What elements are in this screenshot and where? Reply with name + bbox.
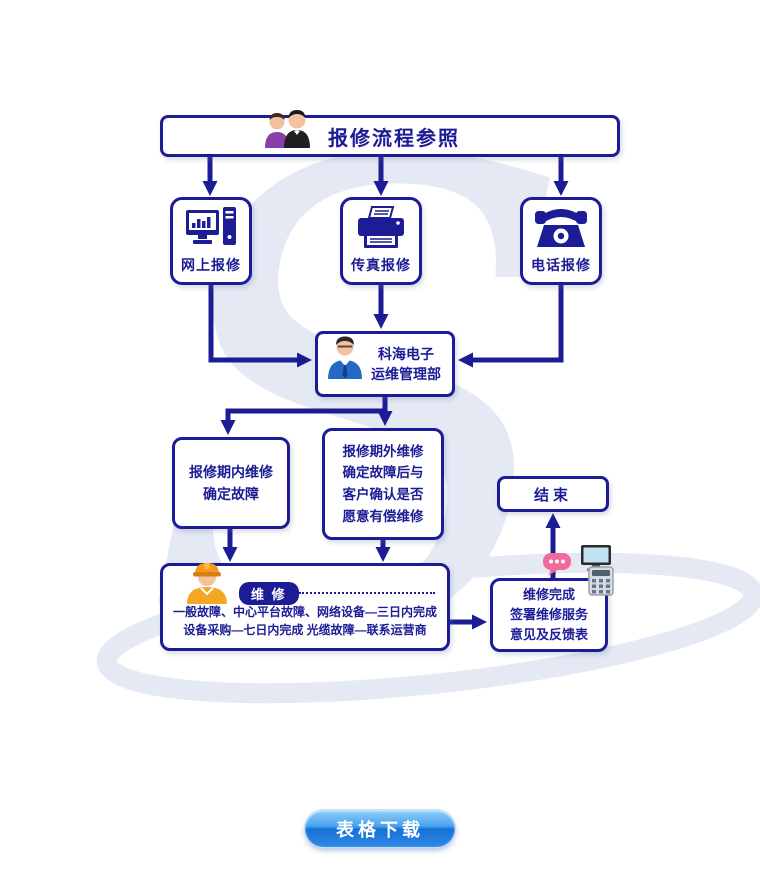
end-label: 结束 (533, 486, 572, 504)
suit-person-icon (326, 336, 364, 379)
dispatch-name: 科海电子 运维管理部 (371, 344, 441, 385)
out-warranty-line: 报修期外维修 (342, 443, 424, 459)
feedback-line: 维修完成 (522, 586, 575, 602)
in-warranty-line: 报修期内维修 (189, 463, 273, 480)
repair-line-1: 一般故障、中心平台故障、网络设备—三日内完成 (172, 604, 437, 619)
in-warranty-line: 确定故障 (203, 486, 259, 502)
people-icon (260, 110, 316, 150)
repair-badge: 维 修 (239, 582, 299, 605)
channel-label-online: 网上报修 (181, 257, 241, 273)
out-warranty-line: 确定故障后与 (342, 465, 424, 481)
out-warranty-line: 愿意有偿维修 (342, 508, 424, 524)
feedback-line: 意见及反馈表 (509, 627, 588, 643)
feedback-line: 签署维修服务 (509, 606, 588, 622)
computer-icon (186, 200, 236, 255)
arrow-phone-to-dispatch (458, 285, 564, 368)
arrow-online-to-dispatch (208, 285, 312, 368)
in-warranty-box: 报修期内维修 确定故障 (172, 437, 290, 529)
dispatch-line-1: 科海电子 (378, 345, 434, 362)
channel-box-phone: 电话报修 (520, 197, 602, 285)
dispatch-box: 科海电子 运维管理部 (315, 331, 455, 397)
out-warranty-box: 报修期外维修 确定故障后与 客户确认是否 愿意有偿维修 (322, 428, 444, 540)
repair-line-2: 设备采购—七日内完成 光缆故障—联系运营商 (183, 623, 427, 638)
end-box: 结束 (497, 476, 609, 512)
telephone-icon (535, 200, 587, 255)
repair-detail: 一般故障、中心平台故障、网络设备—三日内完成 设备采购—七日内完成 光缆故障—联… (167, 603, 443, 640)
title-box: 报修流程参照 (160, 110, 620, 157)
form-download-button[interactable]: 表格下载 (305, 810, 455, 847)
feedback-gadgets-icon (543, 545, 619, 603)
page-title: 报修流程参照 (328, 127, 460, 150)
fax-icon (356, 200, 406, 255)
dotted-divider (299, 592, 435, 594)
worker-icon (183, 558, 231, 609)
channel-label-phone: 电话报修 (531, 257, 591, 273)
channel-box-online: 网上报修 (170, 197, 252, 285)
channel-label-fax: 传真报修 (351, 257, 411, 273)
dispatch-line-2: 运维管理部 (371, 366, 441, 382)
out-warranty-line: 客户确认是否 (342, 487, 424, 502)
channel-box-fax: 传真报修 (340, 197, 422, 285)
arrow-dispatch-to-in-warranty (220, 408, 385, 435)
repair-box: 维 修 一般故障、中心平台故障、网络设备—三日内完成 设备采购—七日内完成 光缆… (160, 563, 450, 651)
feedback-box: 维修完成 签署维修服务 意见及反馈表 (490, 545, 614, 652)
